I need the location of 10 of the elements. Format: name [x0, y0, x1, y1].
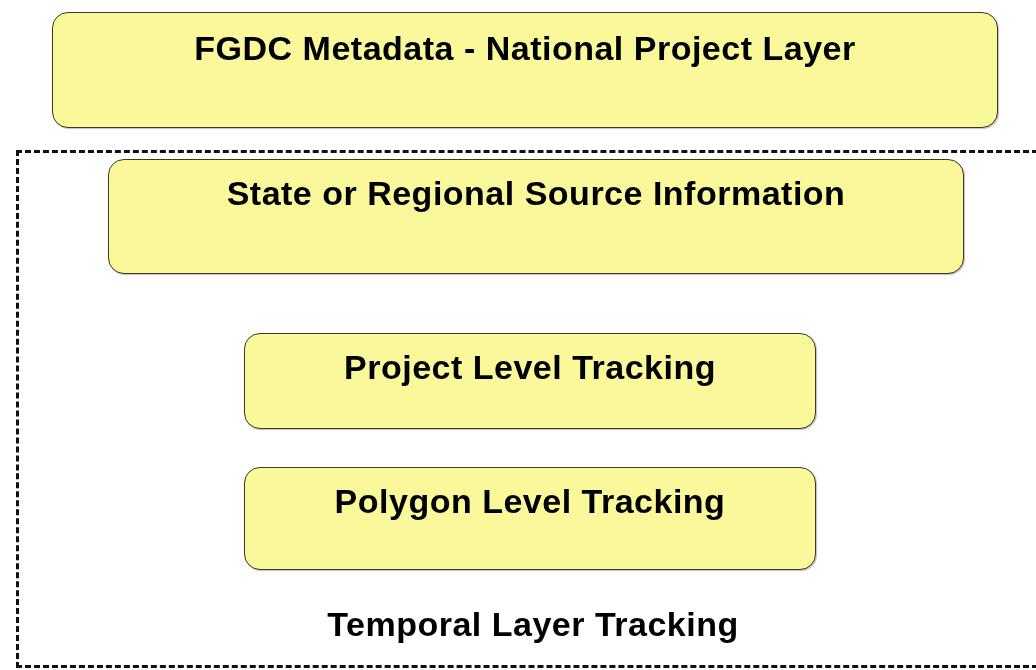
process-box	[244, 333, 816, 429]
process-box	[244, 467, 816, 570]
box-title: Polygon Level Tracking	[334, 482, 726, 520]
box-title: FGDC Metadata - National Project Layer	[194, 29, 856, 67]
box-title: State or Regional Source Information	[226, 174, 846, 212]
process-box	[52, 12, 998, 128]
dashed-region	[16, 150, 1036, 668]
box-title: Project Level Tracking	[344, 348, 716, 386]
process-box	[108, 159, 964, 274]
region-title: Temporal Layer Tracking	[326, 605, 740, 644]
